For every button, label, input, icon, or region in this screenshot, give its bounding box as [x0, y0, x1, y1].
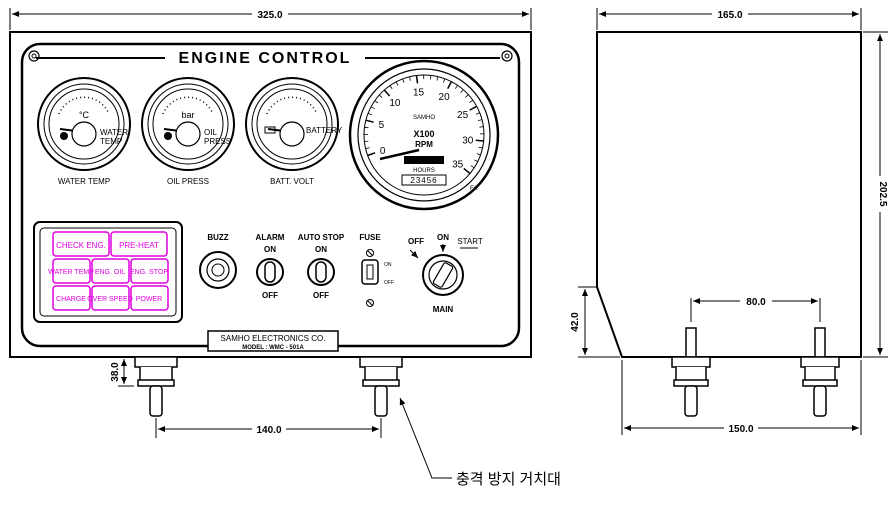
- tach-scale-label: 5: [379, 120, 385, 131]
- batt-volt-label: BATT. VOLT: [270, 177, 314, 186]
- side-view: [597, 32, 861, 357]
- indicator-eng-oil: ENG. OIL: [95, 269, 125, 276]
- alarm-on: ON: [264, 245, 276, 254]
- main-label: MAIN: [433, 305, 454, 314]
- tach-unit-2: RPM: [415, 140, 433, 149]
- dim-side-width: 165.0: [597, 8, 861, 30]
- fuse-label: FUSE: [359, 233, 381, 242]
- alarm-off: OFF: [262, 291, 278, 300]
- tach-scale-label: 20: [439, 92, 451, 103]
- dim-mount-spacing-side-label: 80.0: [746, 297, 766, 308]
- dim-mount-spacing-front: 140.0: [156, 418, 381, 438]
- tach-scale-label: 0: [380, 146, 386, 157]
- tach-scale-label: 10: [389, 98, 401, 109]
- dim-height: 202.5: [863, 32, 888, 357]
- dim-front-width: 325.0: [10, 8, 531, 30]
- mount-annotation: 충격 방지 거치대: [400, 398, 561, 488]
- auto-stop-on: ON: [315, 245, 327, 254]
- dim-mount-depth-label: 38.0: [110, 362, 121, 382]
- tach-brand: SAMHO: [413, 115, 435, 121]
- alarm-label: ALARM: [256, 233, 285, 242]
- indicator-over-speed: OVER SPEED: [87, 296, 133, 303]
- main-off: OFF: [408, 237, 424, 246]
- annotation-text: 충격 방지 거치대: [456, 471, 561, 488]
- tach-tick: [430, 75, 431, 79]
- batt-volt-sub: BATTERY: [306, 126, 343, 135]
- water-temp-label: WATER TEMP: [58, 177, 110, 186]
- nameplate-line2: MODEL : WMC - 501A: [242, 345, 304, 351]
- front-mount-right: [360, 357, 402, 416]
- dim-front-width-label: 325.0: [257, 10, 282, 21]
- dim-side-width-label: 165.0: [717, 10, 742, 21]
- nameplate-line1: SAMHO ELECTRONICS CO.: [221, 334, 326, 343]
- fuse-on: ON: [384, 262, 392, 268]
- buzz-label: BUZZ: [207, 233, 228, 242]
- tach-scale-label: 15: [413, 87, 425, 98]
- indicator-eng-stop: ENG. STOP: [130, 269, 168, 276]
- indicator-power: POWER: [136, 296, 162, 303]
- tach-scale-label: 30: [462, 135, 474, 146]
- tach-tick: [417, 76, 418, 84]
- oil-press-unit: bar: [181, 110, 194, 120]
- dim-height-label: 202.5: [877, 181, 888, 206]
- tach-scale-label: 25: [457, 110, 469, 121]
- tach-unit-1: X100: [413, 129, 434, 139]
- indicator-charge: CHARGE: [56, 296, 86, 303]
- tach-tick: [364, 141, 368, 142]
- indicator-check-eng: CHECK ENG.: [56, 241, 106, 250]
- nameplate: SAMHO ELECTRONICS CO. MODEL : WMC - 501A: [208, 331, 338, 351]
- tach-hours-value: 23456: [410, 176, 437, 185]
- indicator-water-temp: WATER TEMP: [48, 269, 94, 276]
- indicator-pre-heat: PRE-HEAT: [119, 241, 159, 250]
- main-start: START: [457, 237, 483, 246]
- auto-stop-label: AUTO STOP: [298, 233, 345, 242]
- tach-scale-label: 35: [452, 159, 464, 170]
- main-on: ON: [437, 233, 449, 242]
- tach-hours-label: HOURS: [413, 168, 435, 174]
- dim-mount-height-label: 42.0: [570, 312, 581, 332]
- dim-side-base-label: 150.0: [728, 424, 753, 435]
- tach-tick: [476, 140, 484, 141]
- front-mount-left: [135, 357, 177, 416]
- water-temp-unit: °C: [79, 110, 90, 120]
- oil-press-label: OIL PRESS: [167, 177, 209, 186]
- auto-stop-off: OFF: [313, 291, 329, 300]
- fuse-off: OFF: [384, 280, 394, 286]
- dim-mount-depth: 38.0: [110, 357, 134, 386]
- panel-title: ENGINE CONTROL: [179, 50, 352, 67]
- tach-corner: FA: [470, 186, 477, 192]
- dim-mount-spacing-front-label: 140.0: [256, 425, 281, 436]
